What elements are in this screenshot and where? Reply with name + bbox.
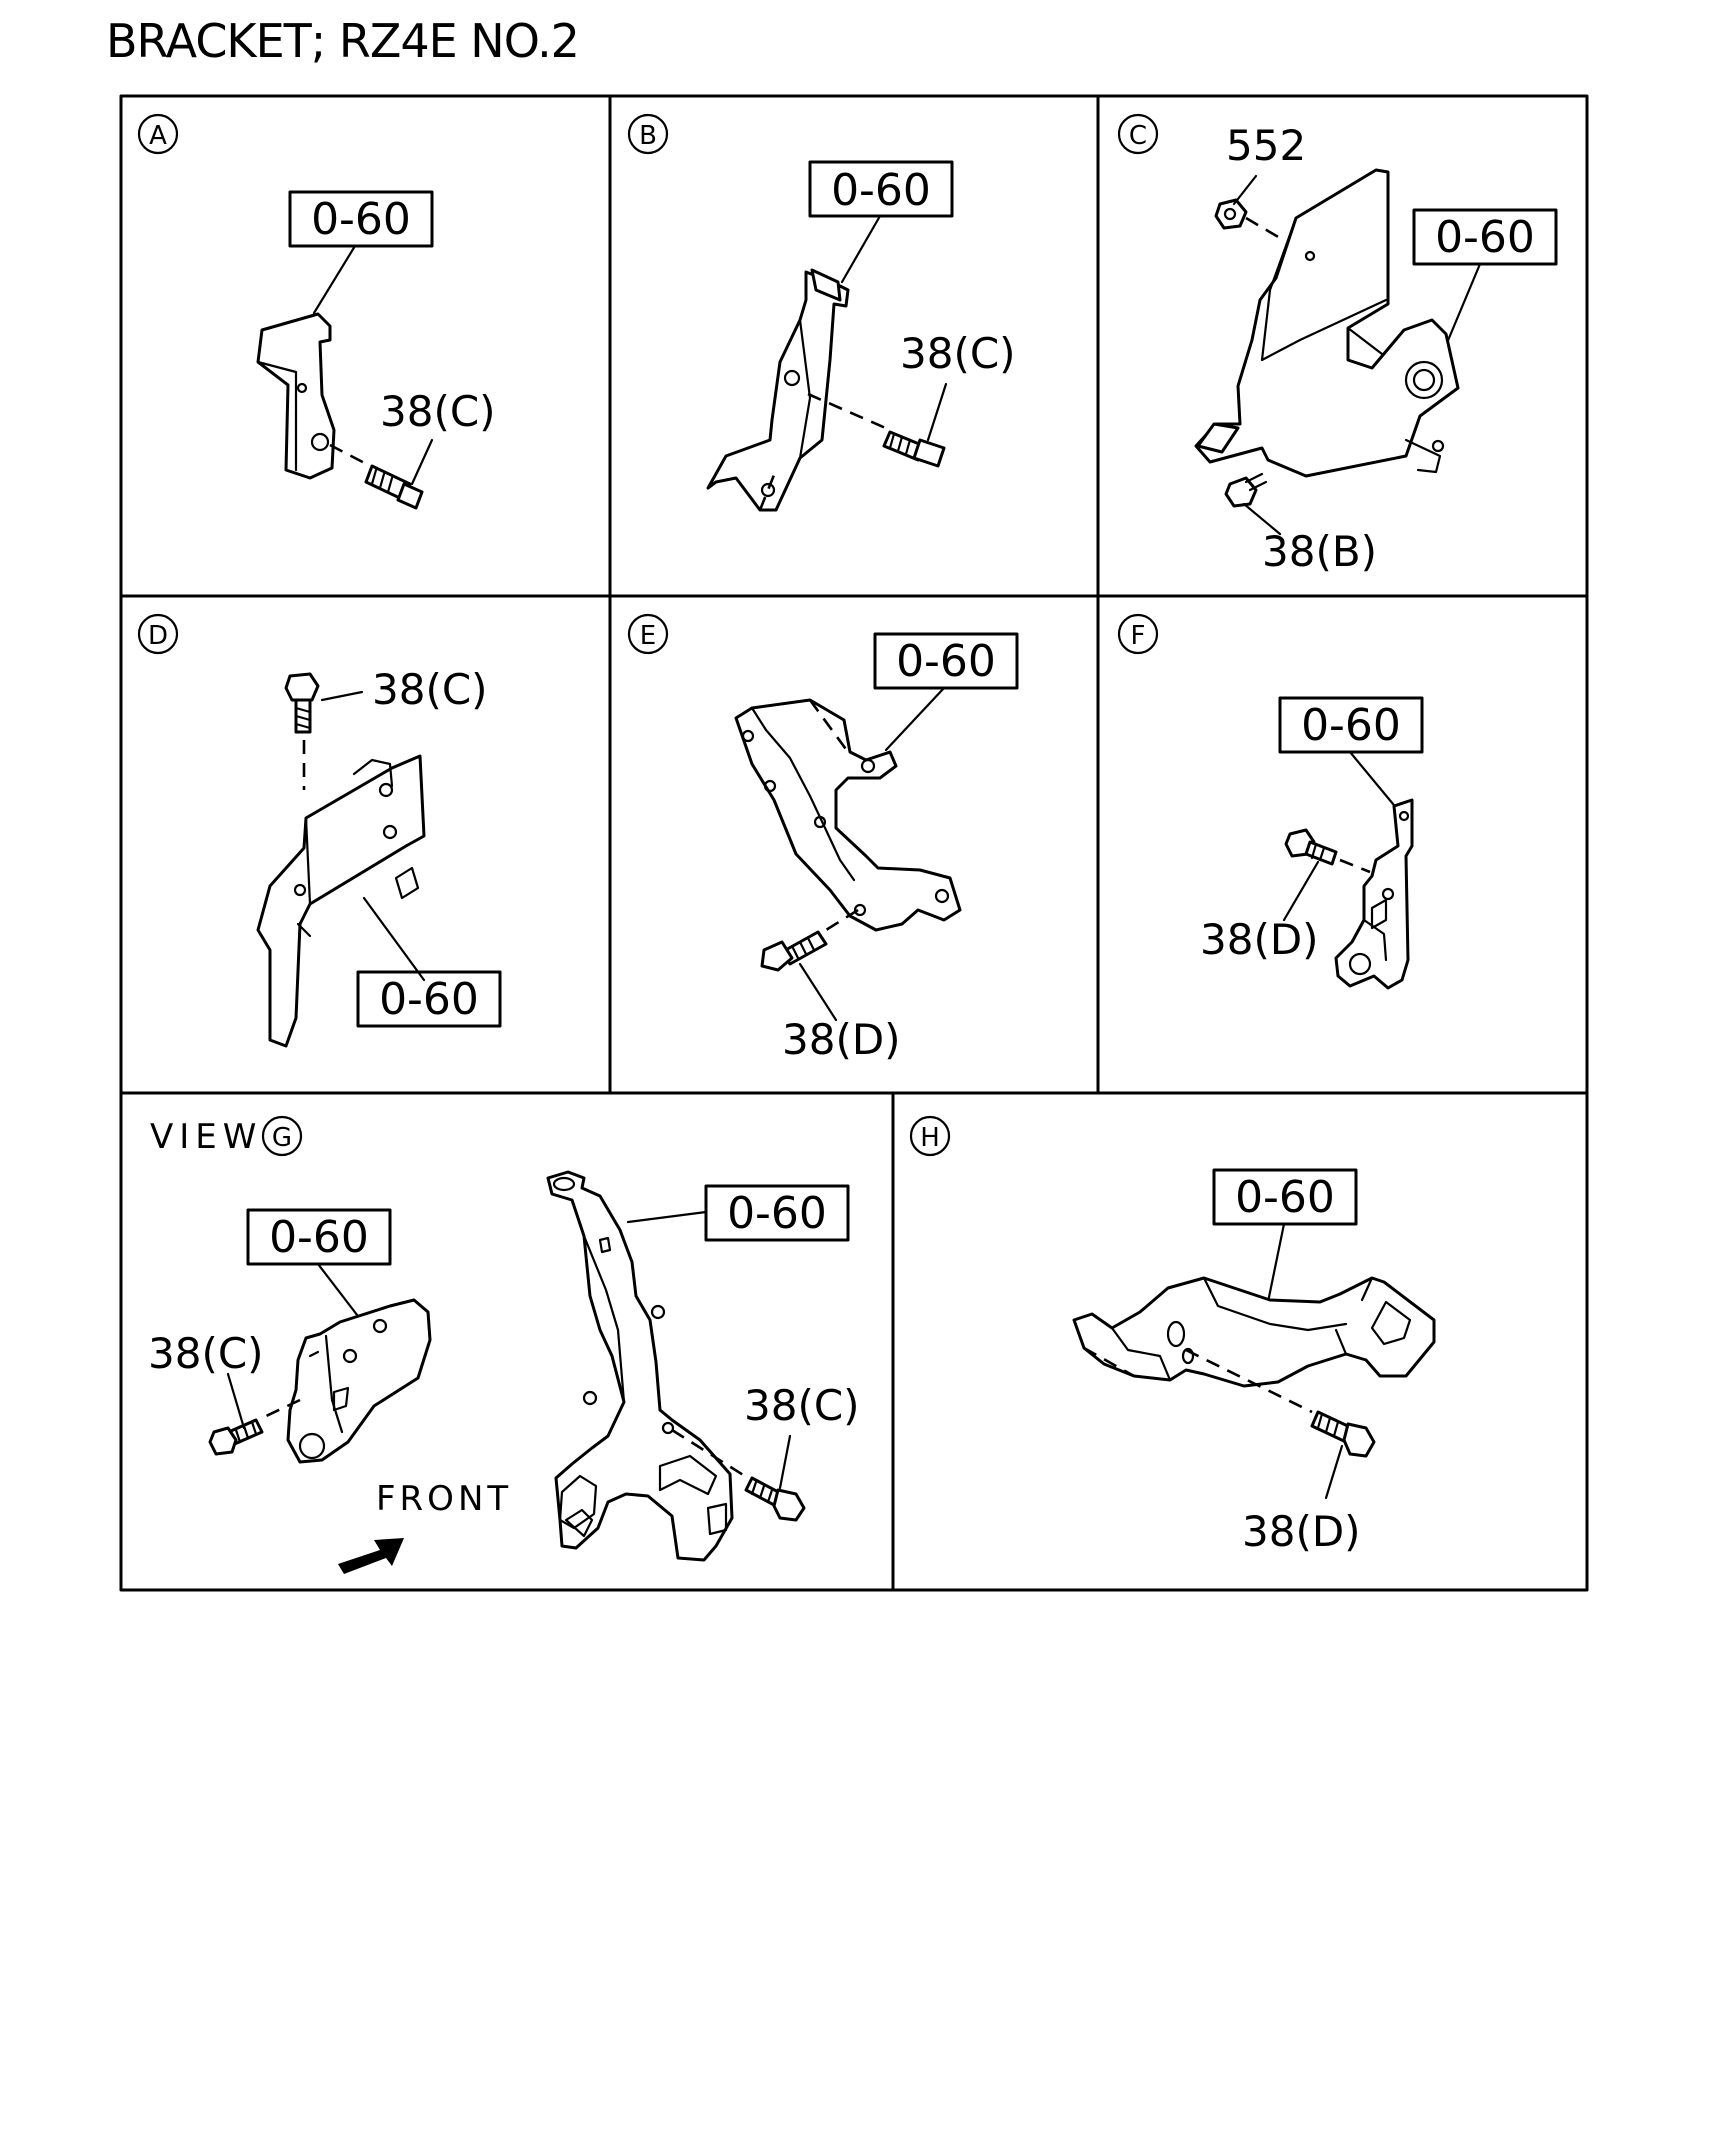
part-0-60-label: 0-60 bbox=[873, 632, 1019, 690]
bolt-icon bbox=[1284, 828, 1371, 874]
bolt-icon bbox=[208, 1398, 301, 1456]
panel-e-letter: E bbox=[640, 621, 656, 651]
part-0-60-label: 0-60 bbox=[246, 1208, 392, 1266]
part-0-60-label: 0-60 bbox=[1412, 208, 1558, 266]
panel-d-letter: D bbox=[148, 621, 168, 651]
panel-e: E 0-60 38(D) bbox=[627, 613, 1019, 1064]
part-number-label: 0-60 bbox=[1235, 1172, 1335, 1223]
bolt-icon bbox=[807, 392, 946, 468]
panel-a-letter: A bbox=[149, 121, 167, 151]
panel-g: VIEW G 0-60 38(C) FRONT bbox=[148, 1115, 860, 1574]
panel-c-marker: C bbox=[1117, 113, 1159, 155]
panel-e-marker: E bbox=[627, 613, 669, 655]
panel-c: C 552 0-60 38(B) bbox=[1117, 113, 1558, 576]
bolt-label: 38(D) bbox=[782, 1015, 901, 1064]
bracket-drawing bbox=[1194, 168, 1460, 478]
arrow-icon bbox=[338, 1538, 404, 1574]
panel-b: B 0-60 38(C) bbox=[627, 113, 1016, 512]
bolt-icon bbox=[284, 672, 320, 734]
part-number-label: 0-60 bbox=[311, 194, 411, 245]
front-arrow: FRONT bbox=[338, 1479, 512, 1574]
bracket-drawing bbox=[706, 268, 850, 512]
panel-b-letter: B bbox=[639, 121, 657, 151]
grid-frame bbox=[119, 94, 1589, 1592]
bracket-drawing bbox=[1334, 798, 1414, 990]
panel-g-marker: G bbox=[261, 1115, 303, 1157]
bracket-drawing bbox=[256, 312, 336, 480]
bracket-drawing bbox=[256, 754, 426, 1048]
panel-f: F 0-60 38(D) bbox=[1117, 613, 1424, 990]
part-0-60-label: 0-60 bbox=[1212, 1168, 1358, 1226]
nut-label: 552 bbox=[1226, 121, 1306, 170]
part-number-label: 0-60 bbox=[831, 165, 931, 216]
bolt-icon bbox=[760, 908, 859, 972]
bolt-label: 38(D) bbox=[1200, 915, 1319, 964]
bolt-icon bbox=[1185, 1348, 1376, 1458]
bolt-label: 38(C) bbox=[744, 1381, 860, 1430]
part-0-60-label: 0-60 bbox=[1278, 696, 1424, 754]
panel-d-marker: D bbox=[137, 613, 179, 655]
bolt-label: 38(C) bbox=[900, 329, 1016, 378]
part-number-label: 0-60 bbox=[727, 1188, 827, 1239]
bolt-icon bbox=[329, 443, 424, 510]
panel-b-marker: B bbox=[627, 113, 669, 155]
panel-h-marker: H bbox=[909, 1115, 951, 1157]
part-0-60-label: 0-60 bbox=[356, 970, 502, 1028]
bolt-label: 38(C) bbox=[380, 387, 496, 436]
part-number-label: 0-60 bbox=[1301, 700, 1401, 751]
bolt-label: 38(B) bbox=[1262, 527, 1377, 576]
panel-f-letter: F bbox=[1131, 621, 1146, 651]
front-label: FRONT bbox=[376, 1479, 512, 1519]
panel-f-marker: F bbox=[1117, 613, 1159, 655]
bolt-icon bbox=[1224, 472, 1268, 508]
panel-d: D 38(C) 0-60 bbox=[137, 613, 502, 1048]
bolt-label: 38(C) bbox=[148, 1329, 264, 1378]
nut-icon bbox=[1214, 198, 1248, 230]
bracket-drawing-right bbox=[546, 1170, 734, 1562]
view-label: VIEW bbox=[150, 1117, 262, 1157]
part-0-60-label: 0-60 bbox=[288, 190, 434, 248]
panel-h-letter: H bbox=[920, 1123, 940, 1153]
bolt-label: 38(C) bbox=[372, 665, 488, 714]
panel-h: H 0-60 38(D) bbox=[909, 1115, 1436, 1556]
bracket-drawing bbox=[1072, 1276, 1436, 1388]
part-number-label: 0-60 bbox=[896, 636, 996, 687]
bolt-icon bbox=[671, 1428, 806, 1522]
part-number-label: 0-60 bbox=[1435, 212, 1535, 263]
panel-a: A 0-60 38(C) bbox=[137, 113, 496, 510]
part-number-label: 0-60 bbox=[379, 974, 479, 1025]
part-0-60-label: 0-60 bbox=[808, 160, 954, 218]
panel-c-letter: C bbox=[1129, 121, 1147, 151]
panel-g-letter: G bbox=[272, 1123, 292, 1153]
part-0-60-label: 0-60 bbox=[704, 1184, 850, 1242]
page-title: BRACKET; RZ4E NO.2 bbox=[106, 14, 580, 68]
bolt-label: 38(D) bbox=[1242, 1507, 1361, 1556]
part-number-label: 0-60 bbox=[269, 1212, 369, 1263]
bracket-drawing bbox=[734, 698, 962, 932]
panel-a-marker: A bbox=[137, 113, 179, 155]
bracket-drawing-left bbox=[286, 1298, 432, 1464]
